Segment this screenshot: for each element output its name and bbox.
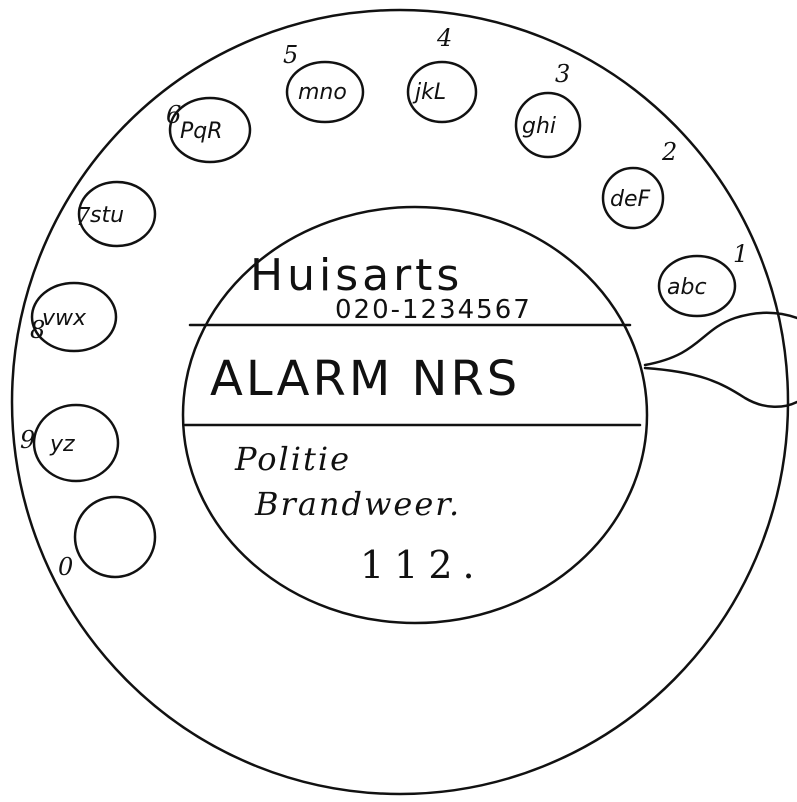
hole-letters-6: PqR	[180, 119, 223, 144]
hole-letters-9: yz	[49, 432, 75, 457]
label-phone: 020-1234567	[335, 295, 532, 325]
label-line-brandweer: Brandweer.	[254, 485, 461, 523]
finger-hole-9	[34, 405, 118, 481]
hole-letters-5: mno	[298, 80, 347, 105]
hole-digit-9: 9	[20, 426, 35, 454]
hole-letters-7: stu	[90, 203, 124, 228]
hole-letters-8: vwx	[42, 306, 87, 331]
label-emergency-number: 112.	[360, 543, 485, 587]
label-title: Huisarts	[250, 250, 463, 301]
phone-cord	[645, 313, 797, 365]
hole-letters-1: abc	[667, 275, 707, 300]
hole-digit-5: 5	[283, 41, 298, 69]
hole-letters-2: deF	[610, 187, 651, 212]
hole-digit-2: 2	[661, 138, 677, 166]
hole-digit-1: 1	[733, 240, 748, 268]
hole-digit-6: 6	[166, 101, 181, 129]
hole-letters-3: ghi	[522, 114, 556, 139]
finger-hole-0	[75, 497, 155, 577]
label-band-text: ALARM NRS	[210, 351, 520, 407]
phone-cord	[645, 368, 797, 407]
hole-digit-3: 3	[555, 60, 570, 88]
hole-digit-7: 7	[75, 203, 91, 231]
hole-letters-4: jkL	[412, 80, 446, 105]
hole-digit-4: 4	[436, 24, 452, 52]
hole-digit-0: 0	[58, 553, 73, 581]
label-line-politie: Politie	[234, 440, 351, 478]
